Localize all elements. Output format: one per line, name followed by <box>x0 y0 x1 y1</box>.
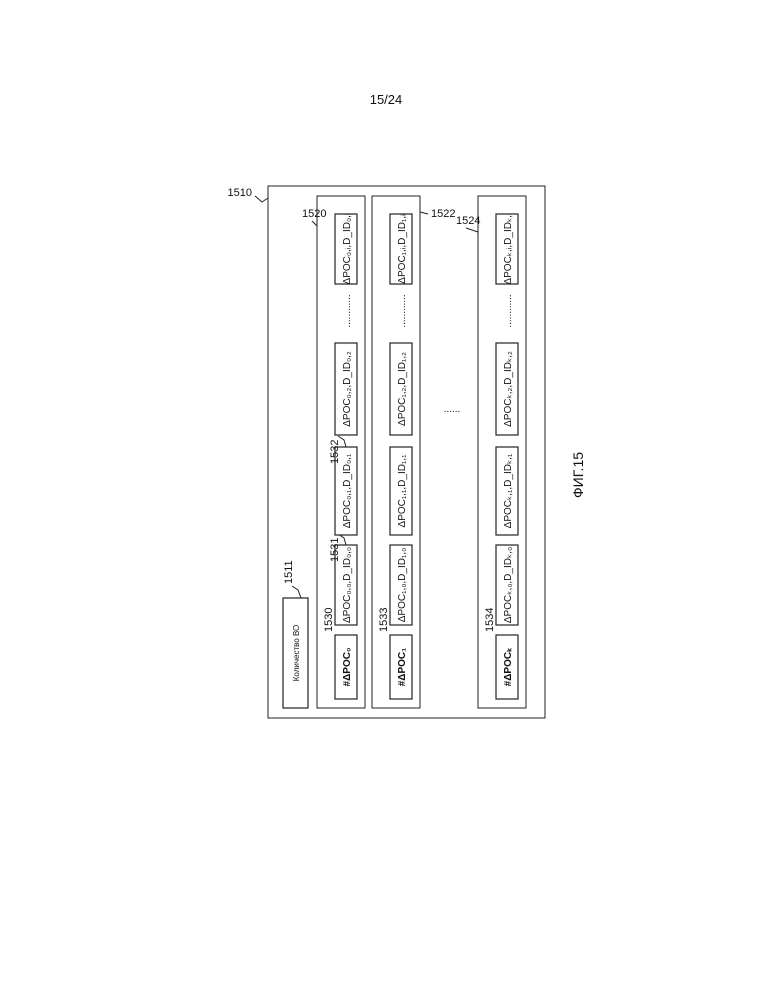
row-1-cell-1-label: ΔPOC₁,₁,D_ID₁,₁ <box>397 454 408 528</box>
row-k-cell-1-label: ΔPOCₖ,₁,D_IDₖ,₁ <box>503 453 514 528</box>
row-0-cell-1-label: ΔPOC₀,₁,D_ID₀,₁ <box>342 453 353 528</box>
outer-frame-leader <box>255 196 268 202</box>
row-k-ref: 1524 <box>456 215 480 227</box>
row-0-cell-last-label: ΔPOC₀,ᵢ,D_ID₀,ᵢ <box>342 213 353 284</box>
row-k-ellipsis: ............ <box>503 294 514 327</box>
count-box-ref: 1511 <box>283 560 295 584</box>
figure-caption: ФИГ.15 <box>570 452 586 498</box>
row-0-ellipsis: ............ <box>342 294 353 327</box>
outer-frame-ref: 1510 <box>228 187 252 199</box>
row-k-cell-0-label: ΔPOCₖ,₀,D_IDₖ,₀ <box>503 547 514 623</box>
row-1-cell-2-label: ΔPOC₁,₂,D_ID₁,₂ <box>397 352 408 426</box>
row-1-count-label: #ΔPOC₁ <box>397 648 408 687</box>
row-1-ellipsis: ............ <box>397 294 408 327</box>
row-0-ref: 1520 <box>302 208 326 220</box>
row-1-ref: 1522 <box>431 208 455 220</box>
row-1-cell-last-label: ΔPOC₁,ᵢ,D_ID₁,ᵢ <box>397 214 408 284</box>
row-k-count-ref: 1534 <box>484 608 496 632</box>
row-0-cell-1-ref: 1532 <box>329 440 341 464</box>
row-k-cell-2-label: ΔPOCₖ,₂,D_IDₖ,₂ <box>503 351 514 427</box>
row-0-cell-2-label: ΔPOC₀,₂,D_ID₀,₂ <box>342 351 353 427</box>
row-1-cell-0-label: ΔPOC₁,₀,D_ID₁,₀ <box>397 548 408 623</box>
row-k-cell-last-label: ΔPOCₖ,ᵢ,D_IDₖ,ᵢ <box>503 213 514 285</box>
row-k-count-label: #ΔPOCₖ <box>503 647 514 686</box>
row-0-count-label: #ΔPOC₀ <box>342 648 353 687</box>
count-box-label: Количество ВО <box>292 625 301 681</box>
row-0-cell-0-label: ΔPOC₀,₀,D_ID₀,₀ <box>342 547 353 623</box>
row-1-count-ref: 1533 <box>378 608 390 632</box>
row-0-cell-0-ref: 1531 <box>329 538 341 562</box>
between-rows-ellipsis: ...... <box>444 404 461 415</box>
row-0-count-ref: 1530 <box>323 608 335 632</box>
